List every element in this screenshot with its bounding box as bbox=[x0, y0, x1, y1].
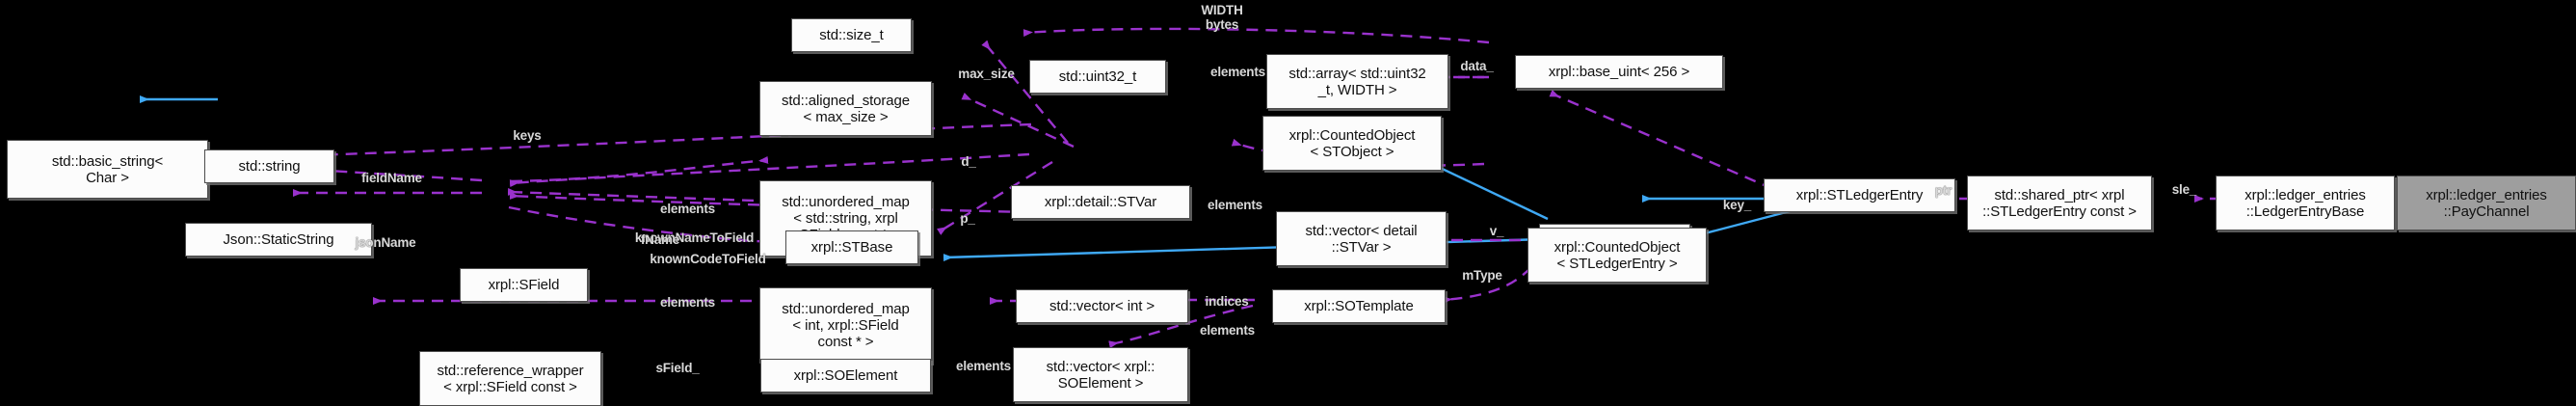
edge-stvar-d-to-aligned-storage bbox=[961, 92, 1075, 149]
node-std-unordered-map-int[interactable]: std::unordered_map < int, xrpl::SField c… bbox=[759, 287, 932, 364]
node-xrpl-soelement[interactable]: xrpl::SOElement bbox=[760, 359, 931, 392]
edge-label-elements-6: elements bbox=[956, 359, 1011, 373]
edge-label-sfield: sField_ bbox=[655, 361, 700, 375]
edge-stbase-fname-to-sfield bbox=[507, 187, 755, 203]
node-std-basic-string-char[interactable]: std::basic_string< Char > bbox=[7, 140, 208, 199]
node-xrpl-stbase[interactable]: xrpl::STBase bbox=[785, 230, 918, 264]
edge-label-elements-4: elements bbox=[1208, 198, 1262, 212]
node-xrpl-countedobject-sle[interactable]: xrpl::CountedObject < STLedgerEntry > bbox=[1527, 228, 1707, 283]
node-std-aligned-storage[interactable]: std::aligned_storage < max_size > bbox=[759, 81, 932, 136]
node-xrpl-paychannel[interactable]: xrpl::ledger_entries ::PayChannel bbox=[2397, 176, 2576, 230]
edge-label-d: d_ bbox=[961, 154, 976, 169]
edge-stledgerentry-key-to-base-uint bbox=[1549, 89, 1774, 191]
node-xrpl-sfield[interactable]: xrpl::SField bbox=[460, 268, 588, 302]
node-xrpl-base-uint-256[interactable]: xrpl::base_uint< 256 > bbox=[1515, 55, 1723, 89]
edge-label-width-bytes: WIDTH bytes bbox=[1201, 3, 1243, 32]
node-std-reference-wrapper-sfield[interactable]: std::reference_wrapper < xrpl::SField co… bbox=[419, 351, 601, 406]
node-std-vector-detail-stvar[interactable]: std::vector< detail ::STVar > bbox=[1276, 211, 1447, 266]
edge-label-elements-1: elements bbox=[660, 202, 715, 216]
node-xrpl-detail-stvar[interactable]: xrpl::detail::STVar bbox=[1011, 185, 1190, 219]
node-xrpl-sotemplate[interactable]: xrpl::SOTemplate bbox=[1272, 289, 1446, 323]
edge-label-keys: keys bbox=[513, 128, 542, 143]
node-std-array-uint32-width[interactable]: std::array< std::uint32 _t, WIDTH > bbox=[1266, 54, 1448, 109]
node-std-size-t[interactable]: std::size_t bbox=[791, 18, 912, 52]
edge-label-fname: fName bbox=[640, 232, 680, 247]
edge-label-mtype: mType bbox=[1462, 268, 1502, 283]
edge-label-key: key_ bbox=[1722, 198, 1752, 212]
node-std-shared-ptr-sle[interactable]: std::shared_ptr< xrpl ::STLedgerEntry co… bbox=[1967, 176, 2152, 230]
edge-label-knowncodetofield: knownCodeToField bbox=[650, 252, 766, 266]
node-xrpl-ledgerentrybase[interactable]: xrpl::ledger_entries ::LedgerEntryBase bbox=[2216, 176, 2395, 230]
edge-label-elements-5: elements bbox=[1200, 323, 1255, 338]
edge-label-knownnametofield: knownNameToField bbox=[634, 230, 755, 245]
edge-label-jsonname: jsonName bbox=[355, 235, 416, 250]
edge-label-data: data_ bbox=[1460, 59, 1494, 73]
edge-label-max-size: max_size bbox=[958, 67, 1015, 81]
node-std-uint32-t[interactable]: std::uint32_t bbox=[1029, 60, 1166, 94]
node-xrpl-countedobject-stobject[interactable]: xrpl::CountedObject < STObject > bbox=[1262, 116, 1442, 171]
edge-label-elements-2: elements bbox=[660, 295, 715, 310]
node-std-vector-int[interactable]: std::vector< int > bbox=[1016, 289, 1188, 323]
edge-stobject-to-stbase bbox=[943, 237, 1545, 262]
edge-label-fieldname: fieldName bbox=[361, 171, 422, 185]
edge-label-elements-3: elements bbox=[1210, 65, 1265, 79]
edge-label-indices: indices bbox=[1205, 294, 1249, 309]
edge-sfield-elements-to-umap-string bbox=[510, 155, 769, 183]
edge-label-sle: sle_ bbox=[2171, 182, 2197, 197]
node-json-staticstring[interactable]: Json::StaticString bbox=[185, 223, 372, 257]
edge-label-p: p_ bbox=[960, 211, 975, 226]
edge-label-ptr: ptr bbox=[1934, 183, 1952, 198]
node-std-string[interactable]: std::string bbox=[204, 149, 334, 183]
node-std-vector-soelement[interactable]: std::vector< xrpl:: SOElement > bbox=[1013, 347, 1188, 402]
edge-label-v: v_ bbox=[1489, 224, 1504, 238]
node-xrpl-stledgerentry[interactable]: xrpl::STLedgerEntry bbox=[1764, 178, 1955, 212]
